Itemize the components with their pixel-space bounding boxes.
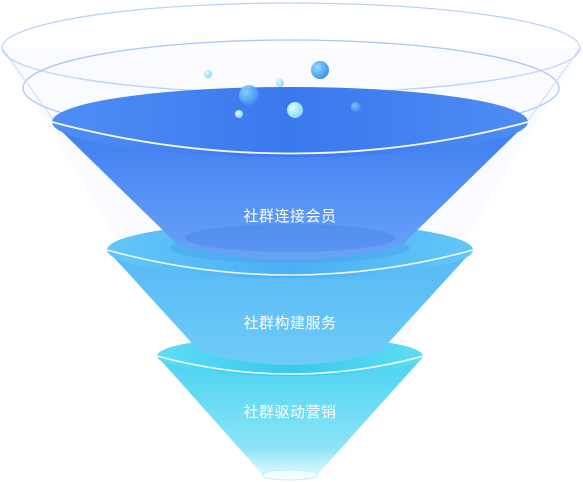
bubble [287,102,303,118]
funnel-stage-1: 社群连接会员 [51,87,529,260]
stage-2-label: 社群构建服务 [243,314,336,332]
bubble [276,79,284,87]
decorative-bubbles [204,61,361,118]
stage-3-label: 社群驱动营销 [243,403,336,421]
stage-1-label: 社群连接会员 [243,207,336,225]
bubble [351,102,361,112]
bubble [235,110,243,118]
funnel-stage-3: 社群驱动营销 [156,336,425,481]
bubble [239,85,259,105]
bubble [204,70,212,78]
bubble [311,61,329,79]
